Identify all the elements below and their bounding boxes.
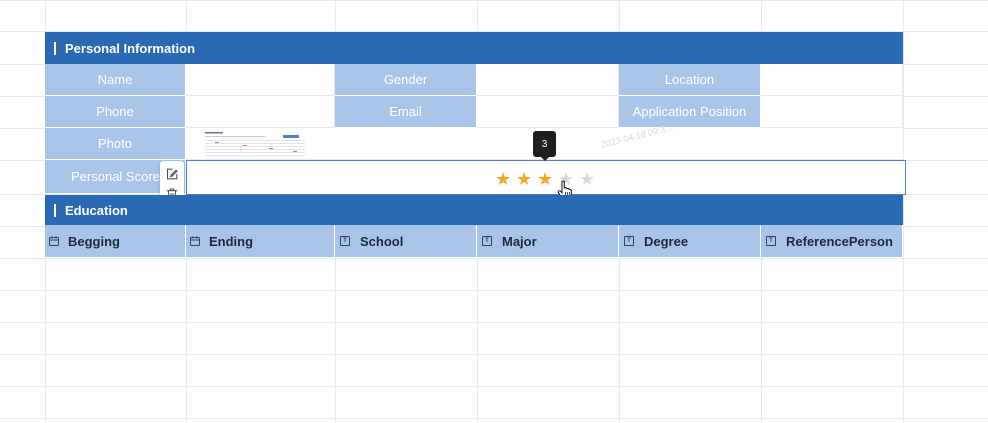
email-label: Email [335,96,477,128]
name-label: Name [45,64,186,96]
star-1-icon[interactable]: ★ [495,169,512,189]
rating-stars[interactable]: ★ ★ ★ ★ ★ [495,169,605,189]
personal-info-header[interactable]: Personal Information [45,32,903,64]
text-type-icon: T [482,236,492,246]
column-header-ending[interactable]: Ending [186,225,335,257]
email-value-cell[interactable] [477,96,619,128]
phone-label: Phone [45,96,186,128]
column-header-begging[interactable]: Begging [45,225,186,257]
star-3-icon[interactable]: ★ [537,169,554,189]
location-value-cell[interactable] [761,64,903,96]
column-header-reference-person[interactable]: T ReferencePerson [761,225,903,257]
application-position-value-cell[interactable] [761,96,903,128]
star-5-icon[interactable]: ★ [579,169,596,189]
photo-thumbnail-image[interactable] [203,131,309,158]
column-header-label: School [360,233,404,249]
column-header-label: Ending [209,233,254,249]
education-header[interactable]: Education [45,195,903,225]
star-2-icon[interactable]: ★ [516,169,533,189]
column-header-label: Degree [644,233,689,249]
column-header-degree[interactable]: T Degree [619,225,761,257]
text-type-icon: T [624,236,634,246]
text-type-icon: T [766,236,776,246]
calendar-icon [190,236,200,246]
text-type-icon: T [340,236,350,246]
column-header-label: Begging [68,233,120,249]
gender-label: Gender [335,64,477,96]
score-tooltip: 3 [533,131,556,161]
column-header-label: Major [502,233,537,249]
section-marker [54,41,56,55]
location-label: Location [619,64,761,96]
calendar-icon [49,236,59,246]
edit-icon[interactable] [166,167,178,180]
column-header-label: ReferencePerson [786,233,893,249]
name-value-cell[interactable] [186,64,335,96]
column-header-major[interactable]: T Major [477,225,619,257]
education-title: Education [65,202,128,218]
section-marker [54,203,56,217]
photo-label: Photo [45,128,186,160]
gender-value-cell[interactable] [477,64,619,96]
personal-info-title: Personal Information [65,40,196,56]
column-header-school[interactable]: T School [335,225,477,257]
application-position-label: Application Position [619,96,761,128]
phone-value-cell[interactable] [186,96,335,128]
